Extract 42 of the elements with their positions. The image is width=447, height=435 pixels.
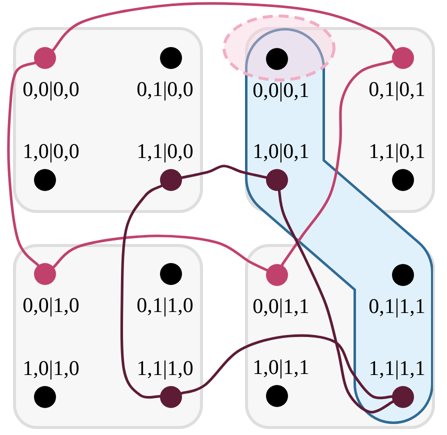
- state-label: 1,1|0,1: [368, 141, 426, 162]
- connector-line: [120, 184, 163, 399]
- vertex-dot: [160, 47, 182, 69]
- state-label: 1,0|0,1: [252, 141, 310, 162]
- state-label: 0,0|0,1: [252, 80, 310, 101]
- cluster-panel: [13, 27, 203, 213]
- connector-line: [180, 334, 394, 400]
- state-label: 0,0|0,0: [22, 79, 80, 100]
- state-label: 0,1|1,0: [136, 295, 194, 316]
- vertex-dot: [34, 47, 56, 69]
- vertex-dot: [392, 264, 414, 286]
- vertex-dot: [160, 263, 182, 285]
- vertex-dot: [392, 169, 414, 191]
- state-label: 1,0|0,0: [22, 141, 80, 162]
- state-label: 1,1|1,0: [136, 358, 194, 379]
- state-label: 0,1|0,0: [136, 79, 194, 100]
- state-label: 0,1|1,1: [368, 296, 426, 317]
- connector-line: [280, 60, 394, 267]
- vertex-dot: [34, 263, 56, 285]
- connector-line: [278, 190, 394, 414]
- connector-line: [7, 62, 40, 267]
- state-label: 1,0|1,0: [22, 358, 80, 379]
- vertex-dot: [160, 386, 182, 408]
- connector-line: [180, 164, 268, 179]
- state-label: 0,1|0,1: [368, 79, 426, 100]
- vertex-dot: [392, 47, 414, 69]
- state-label: 1,1|1,1: [368, 358, 426, 379]
- vertex-dot: [34, 169, 56, 191]
- connector-line: [52, 234, 268, 272]
- vertex-dot: [160, 169, 182, 191]
- connector-line: [52, 2, 396, 52]
- vertex-dot: [266, 48, 288, 70]
- vertex-dot: [266, 169, 288, 191]
- vertex-dot: [266, 264, 288, 286]
- state-label: 1,1|0,0: [136, 141, 194, 162]
- vertex-dot: [34, 386, 56, 408]
- cluster-panel: [13, 244, 203, 429]
- state-label: 0,0|1,1: [252, 296, 310, 317]
- state-label: 0,0|1,0: [22, 295, 80, 316]
- vertex-dot: [266, 385, 288, 407]
- state-label: 1,0|1,1: [252, 357, 310, 378]
- vertex-dot: [392, 386, 414, 408]
